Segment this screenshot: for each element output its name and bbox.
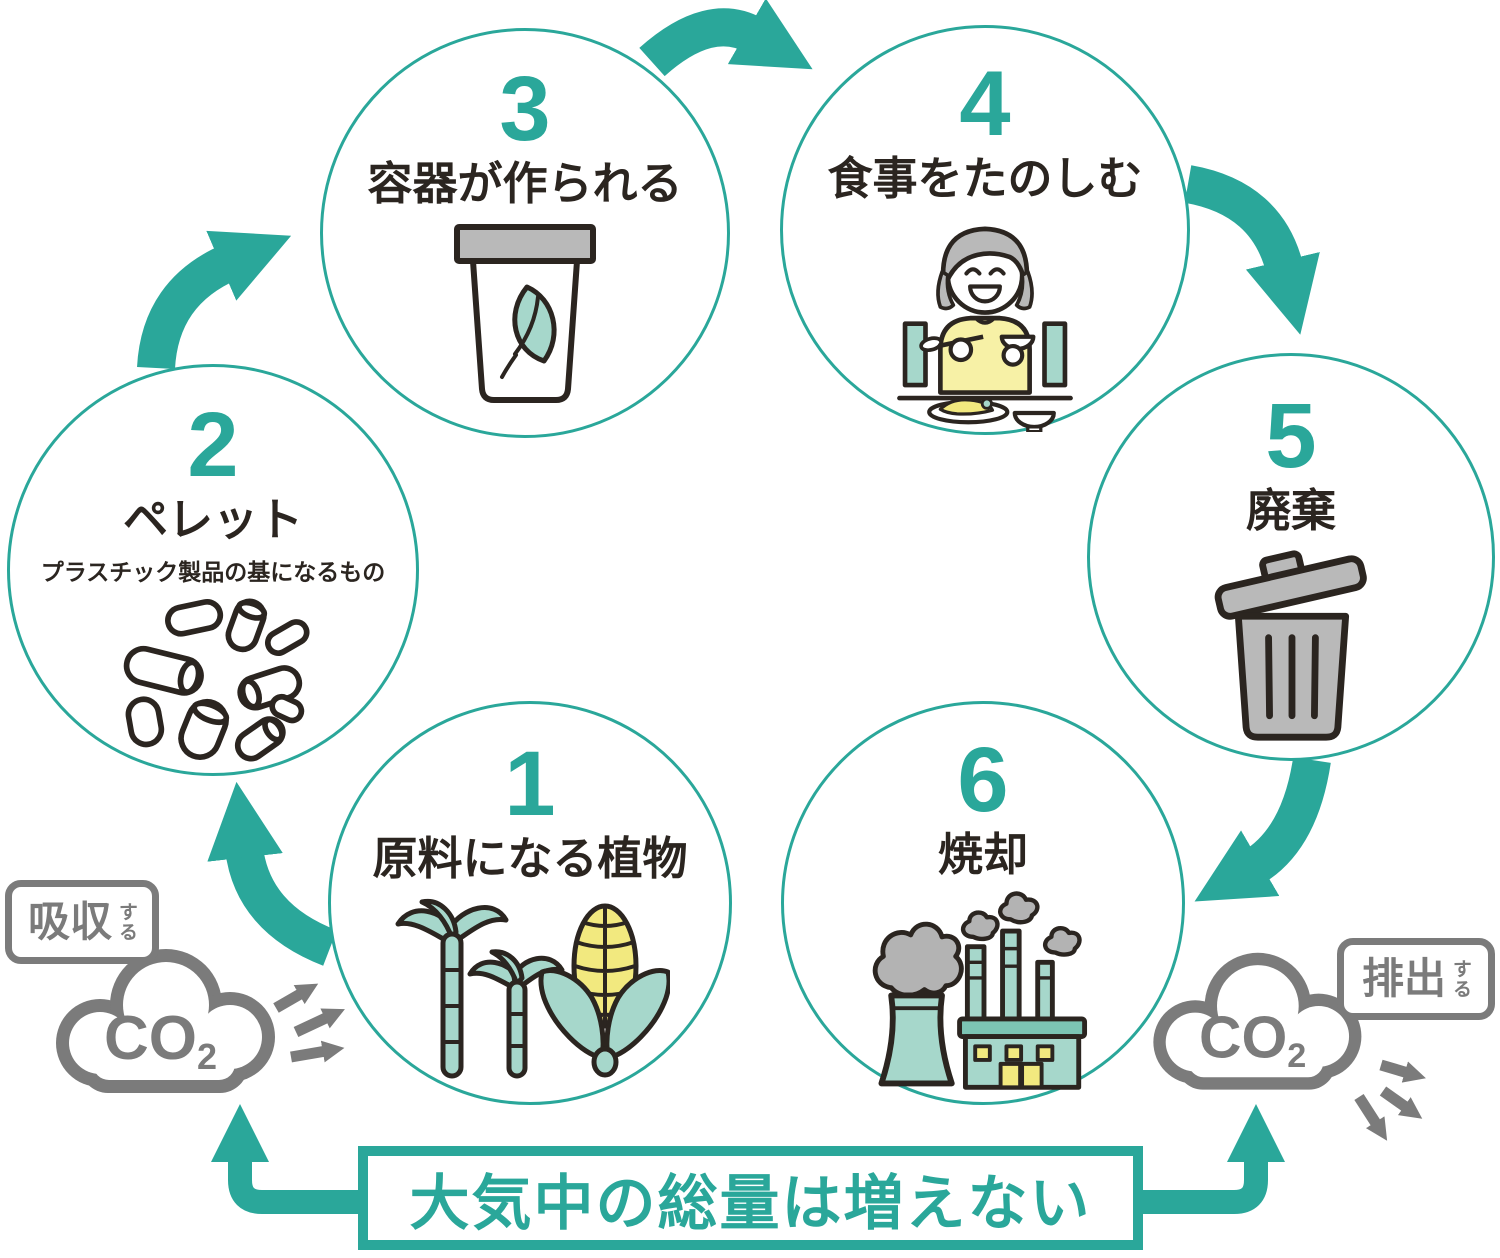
step-title: 焼却 <box>937 829 1028 880</box>
step-circle-3: 3 容器が作られる <box>320 28 730 438</box>
absorption-arrows <box>273 983 345 1063</box>
step-circle-5: 5 廃棄 <box>1087 353 1495 761</box>
step-title: ペレット <box>122 494 303 545</box>
step-number: 4 <box>959 53 1011 155</box>
door <box>998 1061 1022 1089</box>
smoke-cloud <box>872 921 964 998</box>
step-title: 食事をたのしむ <box>827 153 1143 204</box>
trash-can-icon <box>1214 549 1367 741</box>
pellets-icon <box>123 598 310 761</box>
arrow-step1-to-step2 <box>207 781 338 966</box>
emit-tag: 排出 する <box>1337 938 1495 1020</box>
co2-cloud-emit: CO2 <box>1153 952 1362 1090</box>
banner-elbow-left <box>228 1162 700 1214</box>
step-number: 6 <box>957 729 1009 831</box>
smoke-puff <box>960 909 1000 941</box>
absorb-tag-suffix: する <box>116 902 137 942</box>
absorb-tag: 吸収 する <box>5 880 159 964</box>
cooling-tower <box>878 992 955 1086</box>
emission-arrows <box>1354 1059 1426 1141</box>
chimney <box>999 928 1022 1023</box>
banner-text: 大気中の総量は増えない <box>409 1169 1092 1237</box>
smoke-puff <box>1042 925 1082 957</box>
banner-elbow-right <box>800 1162 1268 1214</box>
step-title: 廃棄 <box>1245 485 1336 536</box>
banner-arrowhead-right <box>1227 1104 1285 1162</box>
step-circle-6: 6 焼却 <box>781 701 1185 1105</box>
absorb-tag-label: 吸収 <box>27 898 112 945</box>
factory-icon <box>872 890 1087 1090</box>
arrow-step4-to-step5 <box>1184 165 1320 335</box>
step-circle-1: 1 原料になる植物 <box>328 701 732 1105</box>
bowl-icon <box>1012 410 1056 429</box>
smoke-puff <box>997 890 1040 924</box>
trash-lid <box>1214 549 1367 620</box>
banner-arrowhead-left <box>211 1104 269 1162</box>
co2-cloud-absorb: CO2 <box>56 949 275 1093</box>
person-eating-icon <box>897 226 1073 432</box>
step-number: 2 <box>187 394 239 496</box>
sugarcane-icon <box>395 898 565 1078</box>
emit-tag-suffix: する <box>1450 959 1471 999</box>
step-title: 原料になる植物 <box>372 833 688 884</box>
chair-left <box>902 320 928 387</box>
step-circle-4: 4 食事をたのしむ <box>780 25 1190 435</box>
arrow-step2-to-step3 <box>137 230 292 370</box>
emit-tag-label: 排出 <box>1361 955 1446 1002</box>
chair-right <box>1042 320 1068 387</box>
step-number: 1 <box>504 733 556 835</box>
window <box>972 1043 992 1062</box>
factory-roof <box>956 1015 1087 1039</box>
door <box>1019 1061 1044 1089</box>
corn-icon <box>538 903 670 1077</box>
step-subtitle: プラスチック製品の基になるもの <box>40 558 386 585</box>
chimney <box>1034 959 1055 1023</box>
step-number: 5 <box>1265 385 1317 487</box>
step-number: 3 <box>499 58 551 160</box>
step-circle-2: 2 ペレット プラスチック製品の基になるもの <box>7 364 419 776</box>
total-amount-banner: 大気中の総量は増えない <box>358 1146 1143 1250</box>
arrow-step3-to-step4 <box>639 0 813 77</box>
co2-label: CO2 <box>104 1004 217 1077</box>
container-leaf-icon <box>454 223 596 403</box>
window <box>1035 1043 1054 1062</box>
container-lid <box>454 223 596 264</box>
co2-label: CO2 <box>1199 1005 1306 1075</box>
window <box>1004 1043 1023 1062</box>
arrow-step5-to-step6 <box>1194 756 1331 902</box>
sugarcane-corn-icon <box>395 898 670 1078</box>
chimney <box>964 943 986 1023</box>
step-title: 容器が作られる <box>367 158 683 209</box>
